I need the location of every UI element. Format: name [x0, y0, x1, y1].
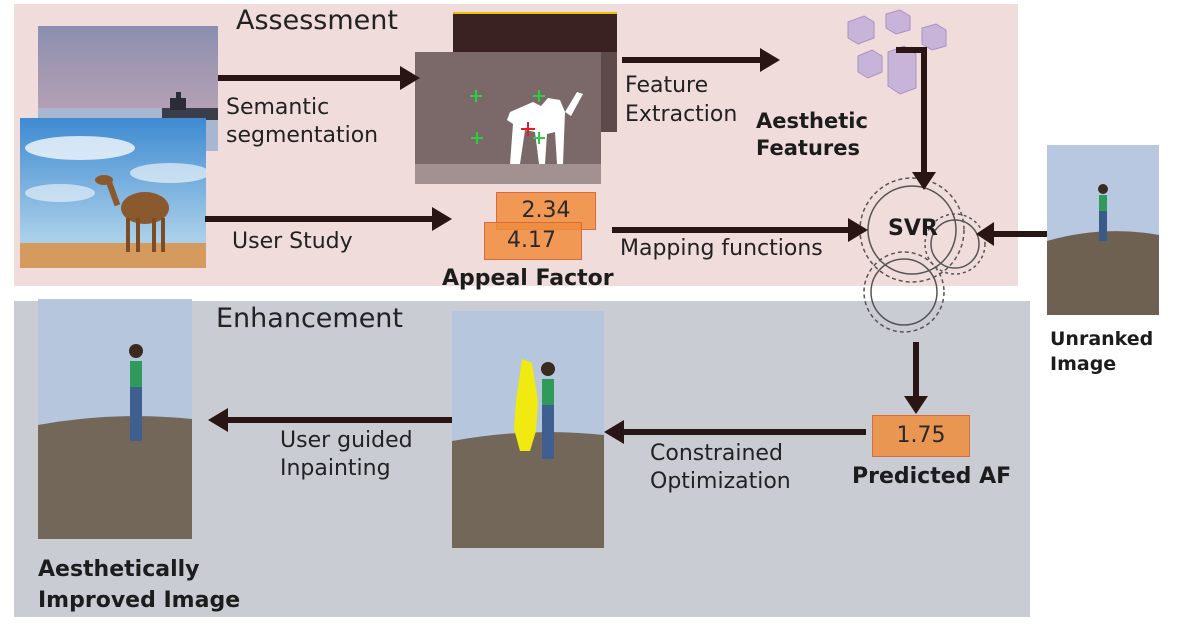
- aesthetic-features-icon: [840, 8, 950, 96]
- improved-image: [38, 299, 192, 539]
- appeal-score-2: 4.17: [484, 222, 582, 260]
- unranked-label-1: Unranked: [1050, 328, 1154, 350]
- unranked-image: [1047, 145, 1159, 315]
- feature-label-1: Feature: [625, 73, 709, 98]
- semantic-label-2: segmentation: [226, 123, 379, 148]
- feature-label-2: Extraction: [625, 102, 738, 127]
- semantic-label-1: Semantic: [226, 95, 330, 120]
- aesthetic-label-2: Features: [756, 136, 860, 160]
- mapping-label: Mapping functions: [620, 236, 823, 261]
- assessment-title: Assessment: [236, 5, 398, 36]
- optimization-label-2: Optimization: [650, 469, 791, 494]
- improved-label-1: Aesthetically: [38, 557, 200, 582]
- inpainting-label-2: Inpainting: [280, 456, 391, 481]
- camel-photo: [20, 118, 206, 268]
- inpainting-label-1: User guided: [280, 428, 413, 453]
- svr-label: SVR: [888, 216, 938, 241]
- predicted-af-label: Predicted AF: [852, 464, 1012, 489]
- masked-image: [452, 311, 604, 548]
- optimization-label-1: Constrained: [650, 441, 783, 466]
- unranked-label-2: Image: [1050, 353, 1117, 375]
- enhancement-title: Enhancement: [216, 303, 404, 334]
- predicted-af-value: 1.75: [872, 415, 970, 457]
- appeal-factor-label: Appeal Factor: [442, 266, 614, 291]
- segmentation-image: [415, 12, 617, 184]
- improved-label-2: Improved Image: [38, 588, 241, 613]
- user-study-label: User Study: [232, 229, 353, 254]
- aesthetic-label-1: Aesthetic: [756, 109, 868, 133]
